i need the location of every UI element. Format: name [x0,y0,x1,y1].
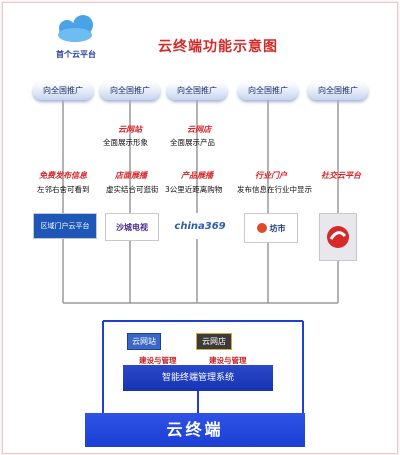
platform-label: 首个云平台 [56,50,96,59]
china369-logo-text: china369 [174,220,226,232]
social-platform-tag: 社交云平台 [321,171,361,180]
industry-portal-desc: 发布信息在行业中显示 [237,185,312,194]
cloud-site-tag: 云网站 [118,125,142,134]
terminal-management-system: 智能终端管理系统 [123,365,273,391]
store-display-tag: 店面展播 [115,171,147,180]
promo-button-2[interactable]: 向全国推广 [100,82,160,100]
store-display-desc: 虚实结合可逛街 [106,185,159,194]
shacheng-tv-logo: 沙城电视 [105,213,159,241]
fangshi-mark-icon [256,223,267,233]
product-display-tag: 产品展播 [181,171,213,180]
manage-right-label: 建设与管理 [209,356,247,365]
free-info-desc: 左邻右舍可看到 [37,185,90,194]
promo-button-4[interactable]: 向全国推广 [238,82,298,100]
shacheng-tv-logo-text: 沙城电视 [116,222,148,232]
promo-button-5[interactable]: 向全国推广 [308,82,368,100]
cloud-logo-icon [58,15,93,42]
free-info-tag: 免费发布信息 [39,171,87,180]
fangshi-logo: 坊市 [244,213,298,243]
cloud-shop-tag: 云网店 [187,125,211,134]
connector-lines [58,15,339,413]
product-display-desc: 3公里近距离购物 [165,185,223,194]
social-swirl-icon [327,226,349,248]
region-portal-logo-text: 区域门户云平台 [40,222,90,230]
social-platform-logo [319,213,357,261]
china369-logo: china369 [171,213,229,239]
promo-button-3[interactable]: 向全国推广 [167,82,227,100]
cloud-terminal-bar: 云终端 [85,413,305,447]
cloud-shop-desc: 全面展示产品 [170,138,215,147]
cloud-site-desc: 全面展示形象 [103,138,148,147]
promo-button-1[interactable]: 向全国推广 [33,82,93,100]
industry-portal-tag: 行业门户 [255,171,287,180]
manage-left-label: 建设与管理 [139,356,177,365]
page-title: 云终端功能示意图 [158,39,278,55]
cloud-site-box: 云网站 [127,333,161,350]
fangshi-logo-text: 坊市 [269,223,286,233]
cloud-shop-box: 云网店 [196,333,232,350]
region-portal-logo: 区域门户云平台 [33,213,97,239]
